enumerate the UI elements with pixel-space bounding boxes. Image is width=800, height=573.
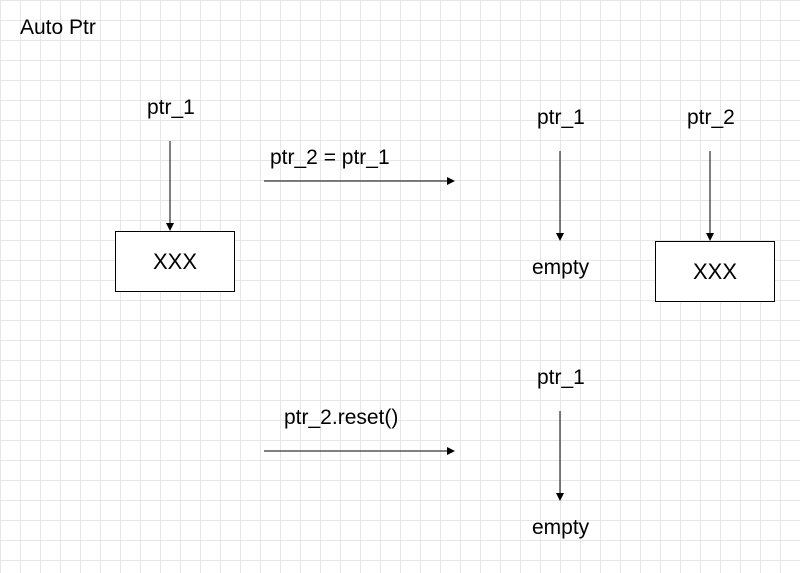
reset-operation-label: ptr_2.reset() [284,406,399,429]
object-box-before: XXX [115,231,235,292]
ptr1-label-after-reset: ptr_1 [537,366,585,389]
diagram-title: Auto Ptr [20,16,96,39]
ptr2-label-after-assign: ptr_2 [687,106,735,129]
object-box-after-assign: XXX [655,241,775,302]
ptr1-label-before: ptr_1 [147,96,195,119]
ptr1-label-after-assign: ptr_1 [537,106,585,129]
ptr1-empty-after-reset: empty [532,516,590,539]
ptr1-empty-after-assign: empty [532,256,590,279]
assign-operation-label: ptr_2 = ptr_1 [270,146,390,169]
